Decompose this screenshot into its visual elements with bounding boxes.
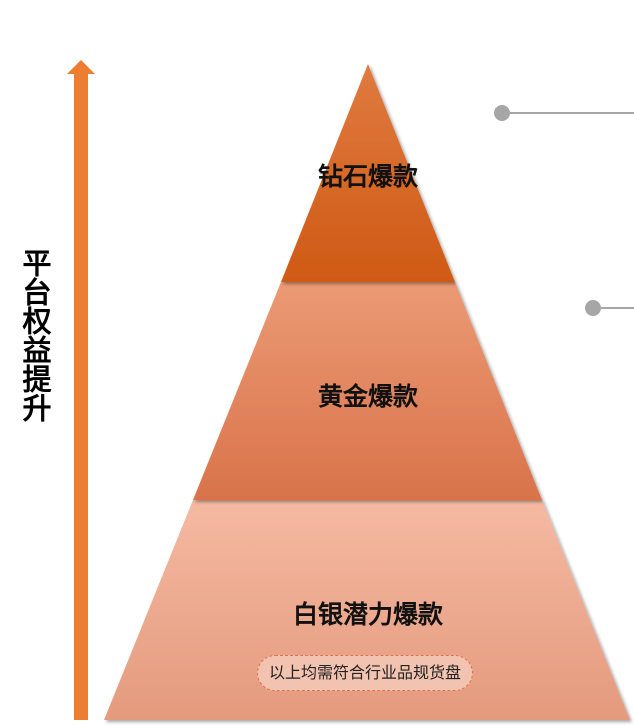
tier-diamond-label: 钻石爆款 xyxy=(317,162,419,191)
tier-gold-label: 黄金爆款 xyxy=(317,382,419,411)
callout-dot-2 xyxy=(585,300,601,316)
arrow-up-icon xyxy=(67,60,95,74)
compliance-note: 以上均需符合行业品规货盘 xyxy=(257,655,473,691)
callout-line-1 xyxy=(510,112,634,114)
platform-benefit-label: 平台权益提升 xyxy=(18,248,52,422)
callout-dot-1 xyxy=(494,105,510,121)
tier-gold xyxy=(193,282,542,500)
tier-silver xyxy=(104,500,630,720)
arrow-shaft xyxy=(74,72,88,720)
callout-line-2 xyxy=(601,307,634,309)
tier-diamond xyxy=(281,64,455,282)
tier-silver-label: 白银潜力爆款 xyxy=(292,600,444,629)
